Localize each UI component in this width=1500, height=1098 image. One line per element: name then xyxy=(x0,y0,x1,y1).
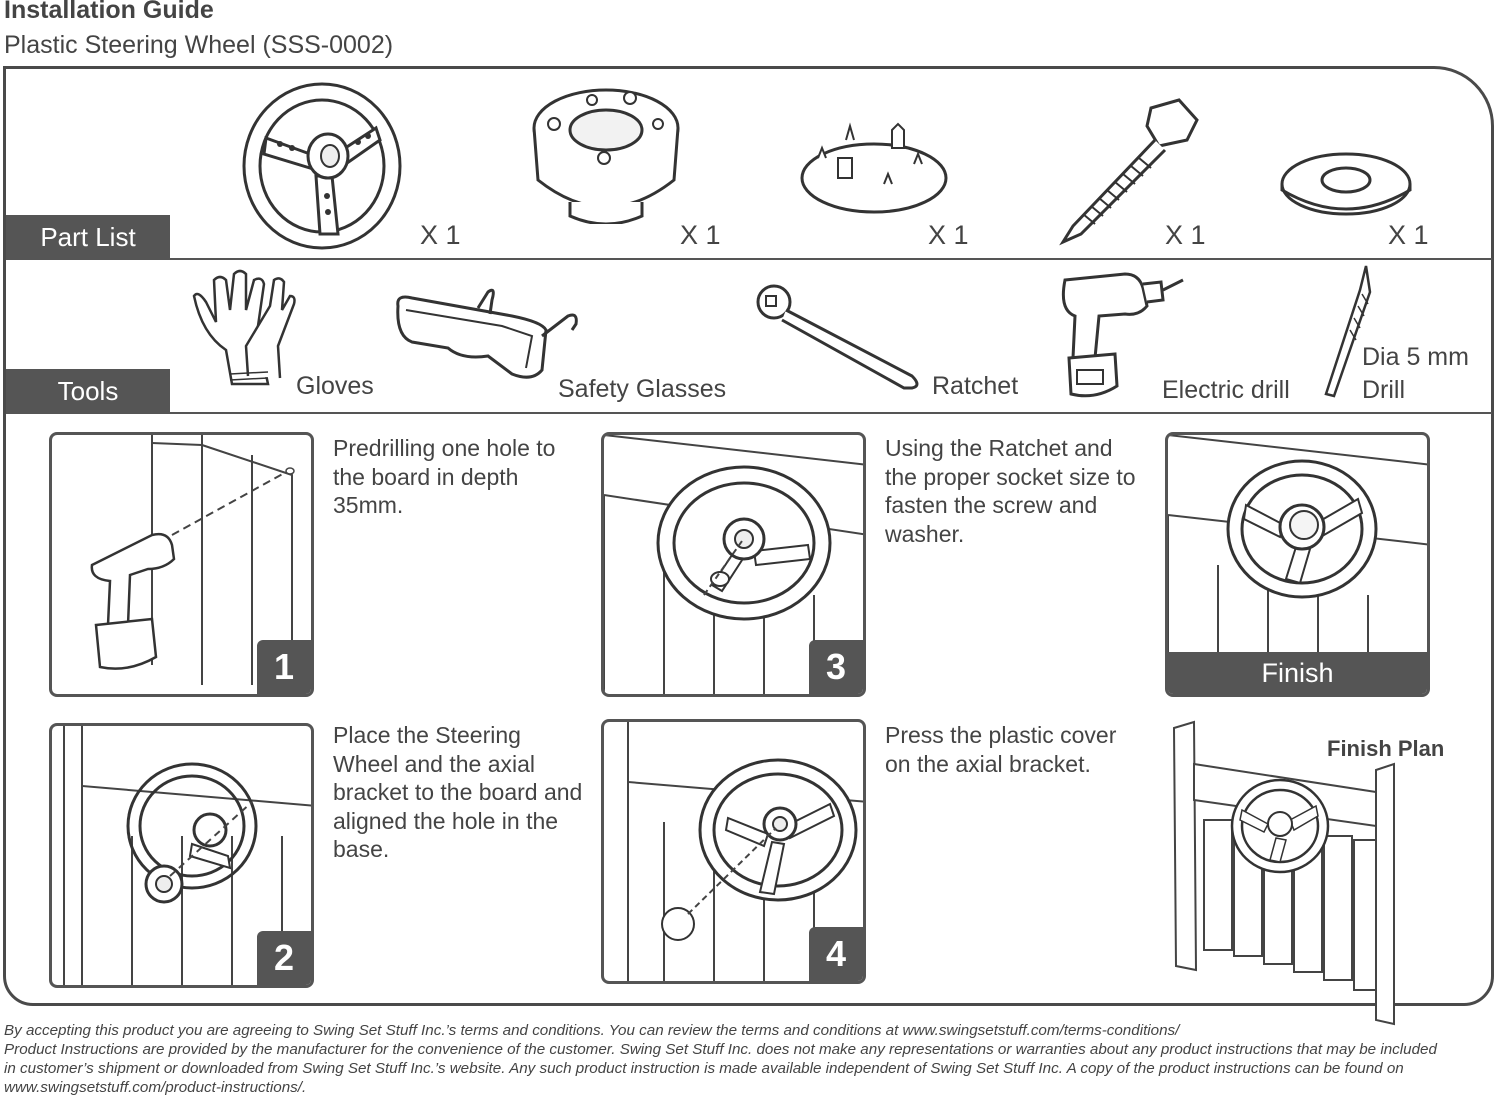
step-2-text: Place the Steering Wheel and the axial b… xyxy=(333,722,583,862)
page-subtitle: Plastic Steering Wheel (SSS-0002) xyxy=(4,31,394,59)
tool-label: Drill xyxy=(1362,376,1406,404)
step-number-badge: 2 xyxy=(257,931,311,985)
safety-glasses-icon xyxy=(392,286,582,386)
part-qty: X 1 xyxy=(1165,220,1206,250)
step-number-badge: 3 xyxy=(809,640,863,694)
step-1-panel: 1 xyxy=(49,432,314,697)
plastic-cover-illustration xyxy=(800,120,950,216)
footer-disclaimer: Product Instructions are provided by the… xyxy=(4,1041,1437,1058)
step-2-panel: 2 xyxy=(49,723,314,988)
finish-plan-label: Finish Plan xyxy=(1327,736,1445,761)
tool-label: Safety Glasses xyxy=(558,375,727,403)
divider xyxy=(6,412,1492,414)
gloves-icon xyxy=(188,266,300,390)
washer-illustration xyxy=(1278,148,1414,218)
part-qty: X 1 xyxy=(928,220,969,250)
step-3-panel: 3 xyxy=(601,432,866,697)
finish-panel: Finish xyxy=(1165,432,1430,697)
divider xyxy=(6,258,1492,260)
tool-label: Ratchet xyxy=(932,372,1019,400)
step-number-badge: 1 xyxy=(257,640,311,694)
footer-disclaimer: in customer’s shipment or downloaded fro… xyxy=(4,1060,1404,1077)
page-title: Installation Guide xyxy=(4,0,214,24)
electric-drill-icon xyxy=(1055,270,1185,402)
footer-link: www.swingsetstuff.com/product-instructio… xyxy=(4,1079,307,1096)
guide-frame xyxy=(3,66,1494,1006)
footer-terms: By accepting this product you are agreei… xyxy=(4,1022,1180,1039)
step-number-badge: 4 xyxy=(809,927,863,981)
screw-illustration xyxy=(1055,96,1205,246)
finish-plan-illustration xyxy=(1170,720,1406,1026)
step-3-text: Using the Ratchet and the proper socket … xyxy=(885,435,1136,547)
ratchet-icon xyxy=(752,282,924,392)
part-qty: X 1 xyxy=(1388,220,1429,250)
tool-label: Gloves xyxy=(296,372,374,400)
finish-label: Finish xyxy=(1168,652,1427,694)
tools-tag: Tools xyxy=(6,369,170,413)
tool-label: Electric drill xyxy=(1162,376,1290,404)
part-list-tag: Part List xyxy=(6,215,170,259)
part-qty: X 1 xyxy=(680,220,721,250)
drill-bit-icon xyxy=(1322,264,1372,400)
step-1-text: Predrilling one hole to the board in dep… xyxy=(333,435,556,518)
tool-label: Dia 5 mm xyxy=(1362,343,1469,371)
axial-bracket-illustration xyxy=(530,84,690,224)
step-4-text: Press the plastic cover on the axial bra… xyxy=(885,722,1117,777)
steering-wheel-illustration xyxy=(240,76,408,252)
part-qty: X 1 xyxy=(420,220,461,250)
step-4-panel: 4 xyxy=(601,719,866,984)
